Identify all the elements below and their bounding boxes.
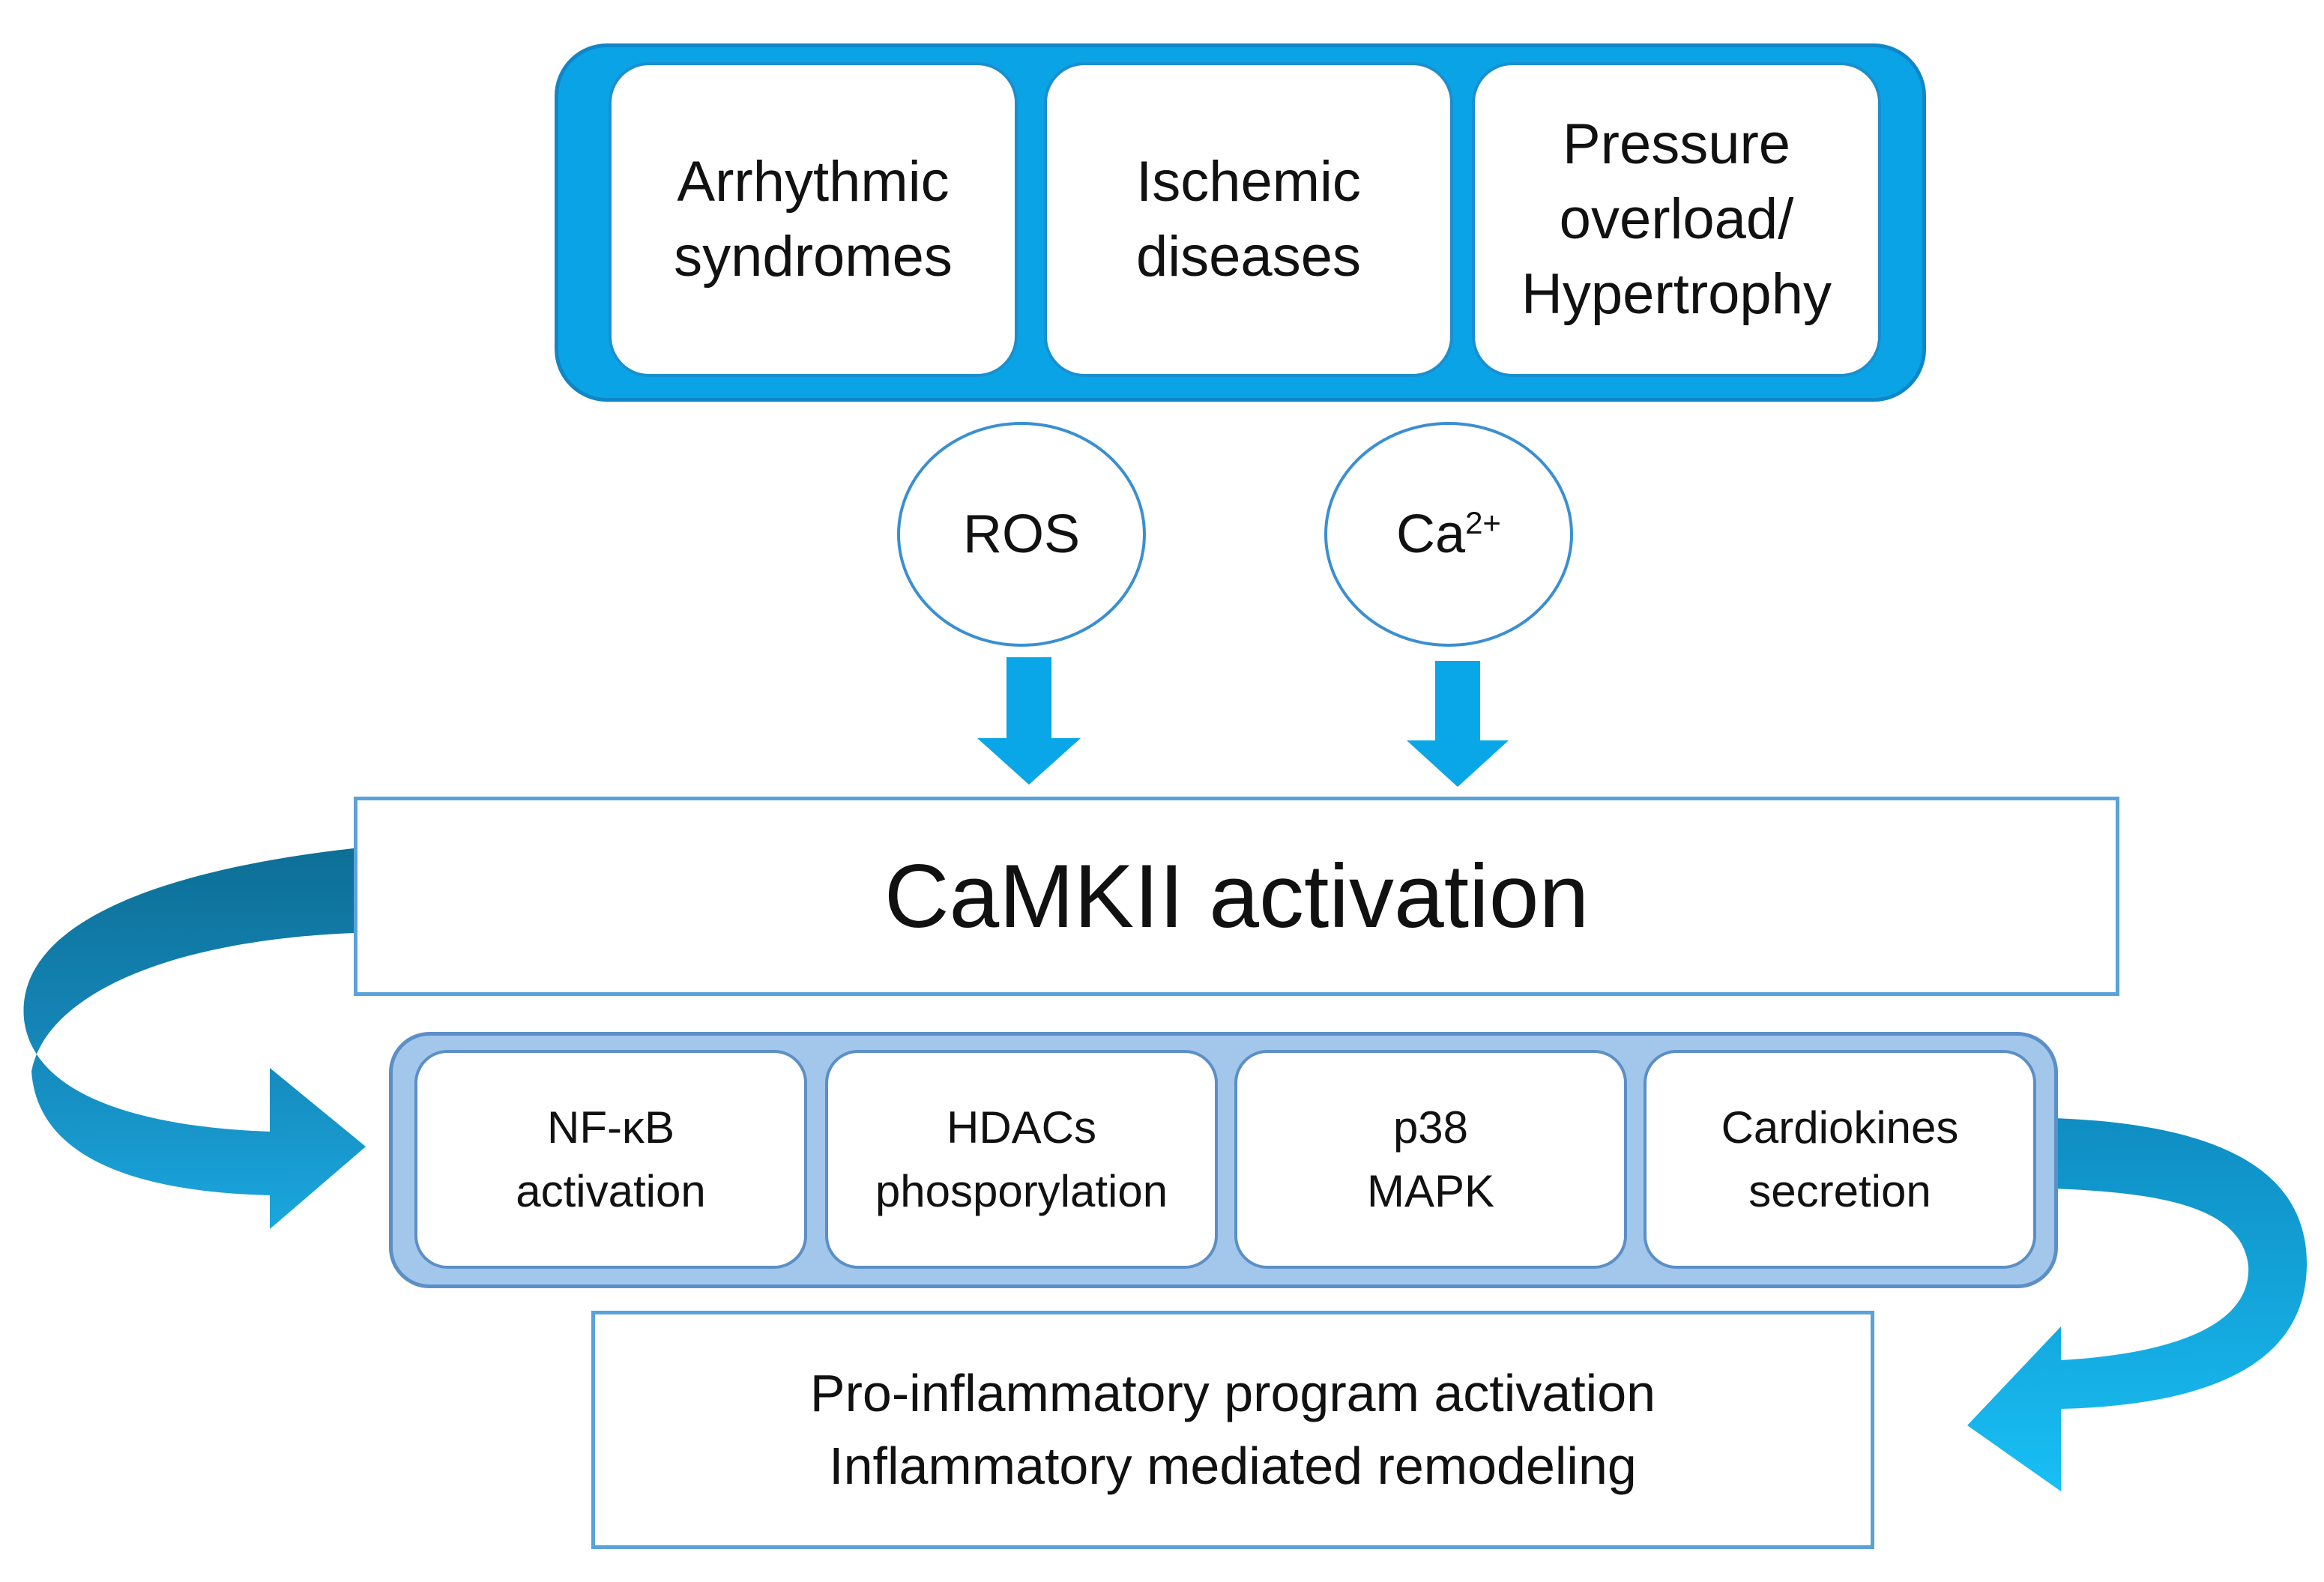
effect-label-hdacs: HDACs phosporylation	[875, 1102, 1168, 1216]
disease-box-arrhythmic: Arrhythmic syndromes	[609, 62, 1018, 377]
right-curved-arrow	[1967, 1118, 2308, 1491]
ros-circle: ROS	[897, 422, 1146, 647]
effect-box-cardiokines: Cardiokines secretion	[1644, 1050, 2036, 1269]
disease-label-pressure: Pressure overload/ Hypertrophy	[1521, 112, 1832, 327]
calcium-label: Ca2+	[1396, 504, 1501, 564]
disease-box-ischemic: Ischemic diseases	[1044, 62, 1453, 377]
effect-label-cardiokines: Cardiokines secretion	[1721, 1102, 1959, 1216]
disease-label-arrhythmic: Arrhythmic syndromes	[674, 149, 953, 289]
outcome-line-2: Inflammatory mediated remodeling	[829, 1437, 1637, 1495]
left-curved-arrow	[23, 848, 366, 1229]
disease-label-ischemic: Ischemic diseases	[1136, 149, 1361, 289]
effect-box-hdacs: HDACs phosporylation	[825, 1050, 1218, 1269]
calcium-down-arrow	[1407, 661, 1509, 787]
camkii-activation-box: CaMKII activation	[354, 797, 2119, 996]
outcome-line-1: Pro-inflammatory program activation	[809, 1364, 1656, 1423]
ros-down-arrow	[977, 657, 1081, 785]
disease-box-pressure: Pressure overload/ Hypertrophy	[1472, 62, 1881, 377]
camkii-activation-label: CaMKII activation	[884, 846, 1590, 947]
effect-box-p38: p38 MAPK	[1234, 1050, 1627, 1269]
effect-label-nfkb: NF-κB activation	[516, 1102, 706, 1216]
effect-label-p38: p38 MAPK	[1366, 1102, 1495, 1216]
outcome-box: Pro-inflammatory program activation Infl…	[591, 1311, 1874, 1549]
effect-box-nfkb: NF-κB activation	[414, 1050, 807, 1269]
ros-label: ROS	[962, 504, 1081, 564]
calcium-circle: Ca2+	[1324, 422, 1573, 647]
